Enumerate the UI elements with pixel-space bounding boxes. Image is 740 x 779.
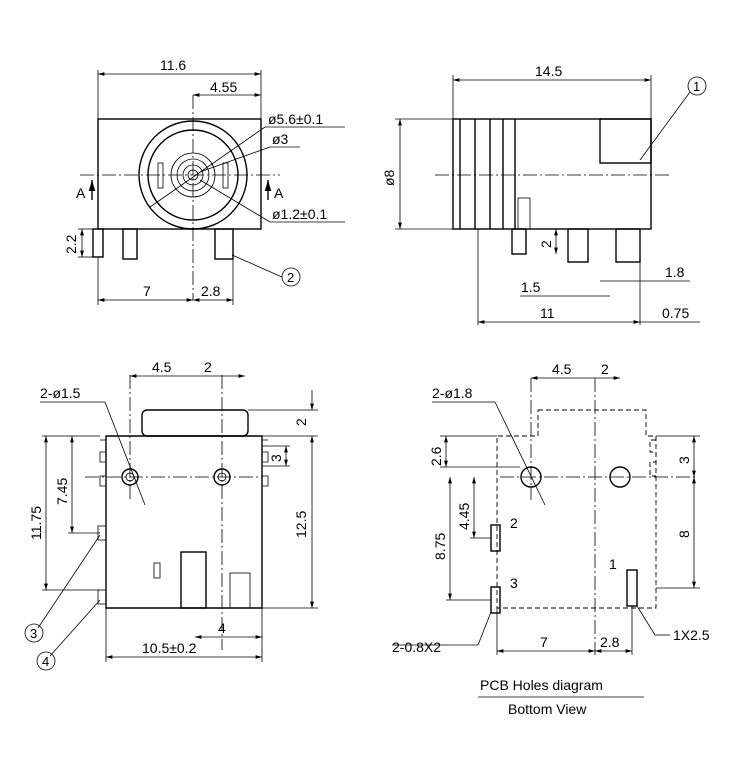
pcb-slot-b: 1X2.5 [673, 627, 710, 643]
pcb-pin-3: 3 [510, 575, 518, 591]
pcb-subtitle: Bottom View [508, 701, 587, 717]
dim-length: 14.5 [535, 63, 562, 79]
pin-right [214, 228, 234, 260]
dim-span-right: 2.8 [201, 283, 221, 299]
callout-4: 4 [42, 654, 49, 669]
dim-base-len: 11 [540, 305, 555, 321]
pcb-dim-a: 4.5 [552, 361, 572, 377]
bottom-total-width: 10.5±0.2 [142, 640, 197, 656]
bottom-view: 4.5 2 2-ø1.5 2 12.5 3 11.75 7.45 10.5±0.… [24, 359, 318, 671]
callout-2-circle [281, 267, 301, 287]
pcb-pin-2: 2 [510, 515, 518, 531]
pcb-slot-a: 2-0.8X2 [392, 639, 441, 655]
callout-3: 3 [30, 626, 37, 641]
pcb-dim-26: 2.6 [428, 446, 444, 466]
front-body [97, 118, 262, 230]
bottom-top-gap: 2 [293, 418, 309, 426]
section-left: A [76, 185, 86, 201]
side-slot [599, 118, 652, 164]
dim-pin-height: 2.2 [63, 234, 79, 254]
front-view: 11.6 4.55 ø5.6±0.1 ø3 ø1.2±0.1 A A 2.2 7… [63, 57, 345, 305]
bottom-body [105, 435, 263, 609]
dim-width: 11.6 [160, 57, 186, 73]
pcb-dim-3: 3 [676, 456, 692, 464]
dim-offset: 0.75 [662, 305, 689, 321]
pcb-pin-1: 1 [609, 556, 617, 572]
dim-pin-gap: 1.5 [521, 279, 541, 295]
pin-mid [122, 228, 138, 260]
dim-inner-dia: ø3 [272, 131, 289, 147]
dim-height: ø8 [381, 169, 397, 186]
pcb-dim-875: 8.75 [432, 533, 448, 560]
pcb-view: 4.5 2 2-ø1.8 2.6 4.45 8.75 3 8 2 3 1 2-0… [392, 361, 710, 717]
pcb-dim-7: 7 [540, 634, 548, 650]
right-slot [222, 162, 229, 189]
side-pin-2 [567, 228, 589, 263]
bottom-top-cap [141, 409, 249, 437]
bottom-dim-b: 2 [204, 359, 212, 375]
bottom-holes: 2-ø1.5 [40, 385, 81, 401]
callout-2: 2 [287, 270, 294, 285]
bottom-dim-745: 7.45 [54, 478, 70, 505]
bottom-slot: 3 [268, 454, 284, 462]
bottom-dim-4: 4 [218, 620, 226, 636]
pcb-slot-2 [490, 524, 501, 552]
pcb-outline [496, 409, 657, 609]
side-pin-1 [511, 228, 527, 255]
bottom-dim-125: 12.5 [293, 511, 309, 538]
dim-span-left: 7 [143, 283, 151, 299]
dim-pin-width: 1.8 [665, 264, 685, 280]
pcb-holes: 2-ø1.8 [432, 385, 473, 401]
section-right: A [274, 185, 284, 201]
pin-left [92, 228, 104, 258]
dim-hole-offset: 4.55 [210, 79, 237, 95]
pcb-dim-b: 2 [601, 361, 609, 377]
bottom-dim-a: 4.5 [152, 359, 172, 375]
pcb-dim-445: 4.45 [456, 503, 472, 530]
pcb-dim-8: 8 [676, 530, 692, 538]
dim-outer-dia: ø5.6±0.1 [268, 111, 323, 127]
callout-1: 1 [693, 79, 700, 94]
dim-pin-len: 2 [538, 240, 554, 248]
pcb-slot-3 [490, 586, 501, 614]
pcb-slot-1 [626, 569, 638, 607]
side-pin-3 [615, 228, 641, 263]
bottom-dim-1175: 11.75 [28, 506, 44, 540]
side-view: 14.5 ø8 1 2 1.5 1.8 11 0.75 [381, 63, 707, 325]
dim-pin-dia: ø1.2±0.1 [272, 206, 327, 222]
side-body [452, 118, 652, 230]
left-slot [157, 162, 164, 189]
pcb-dim-28: 2.8 [600, 634, 620, 650]
pcb-title: PCB Holes diagram [480, 677, 603, 693]
